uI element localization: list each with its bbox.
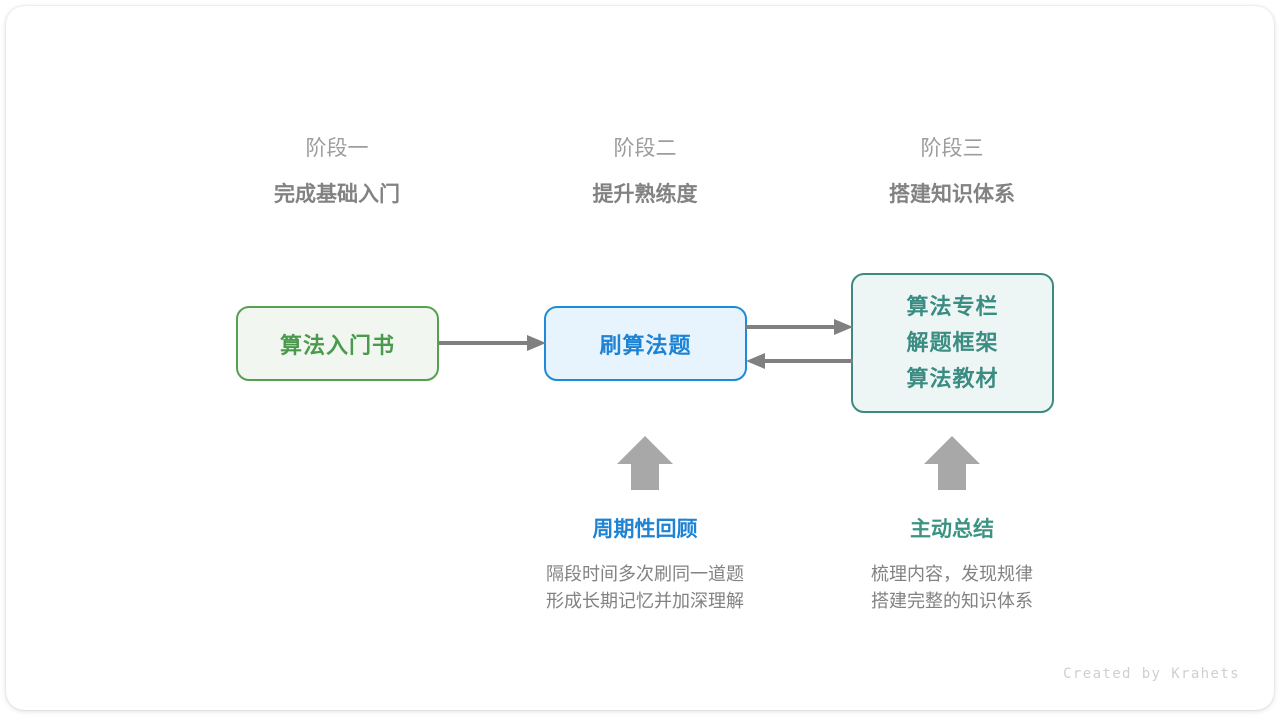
node-knowledge-resources: 算法专栏 解题框架 算法教材 [851,273,1054,413]
stage-header-1: 阶段一 完成基础入门 [207,134,467,210]
annotation-summary-body: 梳理内容，发现规律 搭建完整的知识体系 [792,561,1112,615]
annotation-review-line-1: 隔段时间多次刷同一道题 [546,564,744,584]
footer-credit: Created by Krahets [1063,666,1240,682]
annotation-review-title: 周期性回顾 [592,518,698,541]
stage-3-title: 搭建知识体系 [889,183,1015,206]
node-algorithm-intro-book: 算法入门书 [236,306,439,381]
node-resources-line-1: 算法专栏 [906,294,999,319]
node-resources-line-3: 算法教材 [906,366,999,391]
node-book-line-1: 算法入门书 [279,332,395,358]
annotation-review-body: 隔段时间多次刷同一道题 形成长期记忆并加深理解 [485,561,805,615]
stage-header-3: 阶段三 搭建知识体系 [822,134,1082,210]
diagram-card: 阶段一 完成基础入门 阶段二 提升熟练度 阶段三 搭建知识体系 算法入门书 刷算… [6,6,1274,710]
node-practice-line-1: 刷算法题 [599,332,692,358]
stage-1-title: 完成基础入门 [274,183,400,206]
annotation-summary-line-1: 梳理内容，发现规律 [871,564,1033,584]
node-practice-problems: 刷算法题 [544,306,747,381]
annotation-summary-line-2: 搭建完整的知识体系 [871,591,1033,611]
up-arrow-icon-review [617,436,673,490]
stage-1-subtitle: 阶段一 [305,137,369,160]
annotation-review-line-2: 形成长期记忆并加深理解 [546,591,744,611]
stage-2-subtitle: 阶段二 [613,137,677,160]
annotation-active-summary: 主动总结 梳理内容，发现规律 搭建完整的知识体系 [792,515,1112,615]
stage-header-2: 阶段二 提升熟练度 [515,134,775,210]
arrow-right-book-to-practice [439,335,546,351]
arrow-left-resources-to-practice [746,353,853,369]
annotation-summary-title: 主动总结 [910,518,994,541]
stage-2-title: 提升熟练度 [592,183,698,206]
up-arrow-icon-summary [924,436,980,490]
node-resources-line-2: 解题框架 [906,330,999,355]
stage-3-subtitle: 阶段三 [920,137,984,160]
annotation-periodic-review: 周期性回顾 隔段时间多次刷同一道题 形成长期记忆并加深理解 [485,515,805,615]
arrow-right-practice-to-resources [746,319,853,335]
